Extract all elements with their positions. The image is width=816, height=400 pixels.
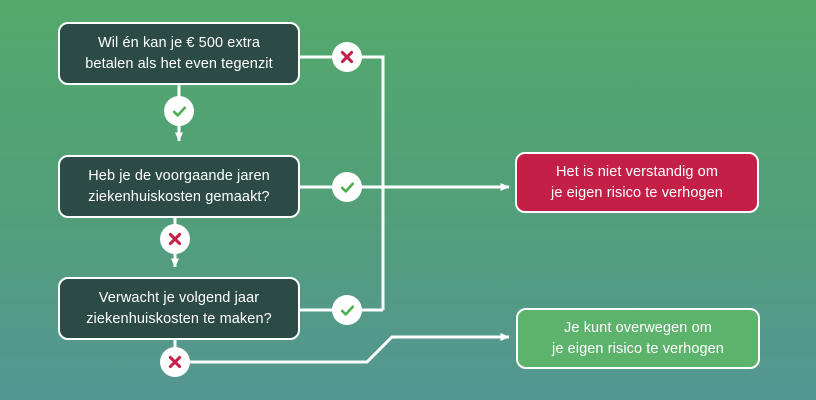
- check-icon: [172, 106, 186, 117]
- check-icon-q1-yes[interactable]: [164, 96, 194, 126]
- cross-icon-q2-no[interactable]: [160, 224, 190, 254]
- question-box-1[interactable]: Wil én kan je € 500 extra betalen als he…: [58, 22, 300, 85]
- check-icon: [340, 182, 354, 193]
- wire-q3-no: [173, 333, 510, 364]
- question-box-2[interactable]: Heb je de voorgaande jaren ziekenhuiskos…: [58, 155, 300, 218]
- question-2-label: Heb je de voorgaande jaren ziekenhuiskos…: [88, 167, 270, 205]
- check-icon-q2-yes[interactable]: [332, 172, 362, 202]
- question-3-label: Verwacht je volgend jaar ziekenhuiskoste…: [86, 289, 272, 327]
- outcome-box-negative[interactable]: Het is niet verstandig om je eigen risic…: [515, 152, 759, 213]
- check-icon-q3-yes[interactable]: [332, 295, 362, 325]
- cross-icon-q1-no[interactable]: [332, 42, 362, 72]
- check-icon: [340, 305, 354, 316]
- outcome-positive-label: Je kunt overwegen om je eigen risico te …: [552, 319, 724, 357]
- question-1-label: Wil én kan je € 500 extra betalen als he…: [85, 34, 273, 72]
- cross-icon: [168, 232, 182, 246]
- cross-icon: [340, 50, 354, 64]
- outcome-box-positive[interactable]: Je kunt overwegen om je eigen risico te …: [516, 308, 760, 369]
- question-box-3[interactable]: Verwacht je volgend jaar ziekenhuiskoste…: [58, 277, 300, 340]
- wire-q1-no: [300, 55, 385, 310]
- cross-icon-q3-no[interactable]: [160, 347, 190, 377]
- cross-icon: [168, 355, 182, 369]
- outcome-negative-label: Het is niet verstandig om je eigen risic…: [551, 163, 723, 201]
